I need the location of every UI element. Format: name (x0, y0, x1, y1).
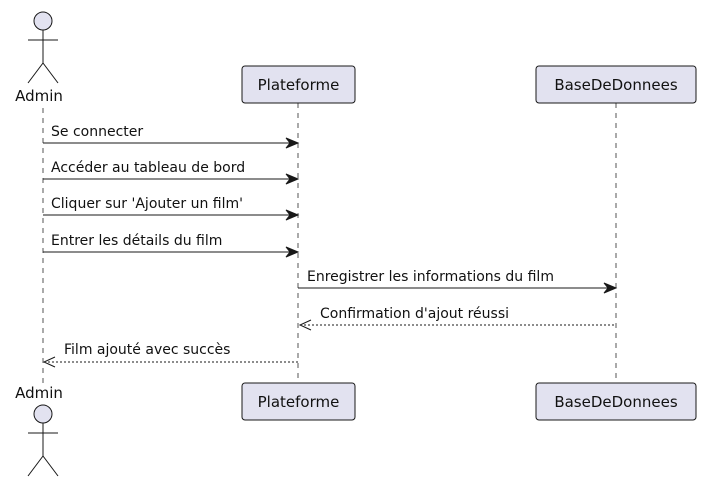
participant-label-plateforme-bottom: Plateforme (258, 393, 340, 411)
actor-head-icon (33, 11, 53, 31)
message-label: Accéder au tableau de bord (51, 160, 245, 176)
message-label: Se connecter (51, 124, 143, 140)
message-label: Entrer les détails du film (51, 233, 222, 249)
participant-label-plateforme-top: Plateforme (258, 76, 340, 94)
message-1: Se connecter (43, 124, 300, 149)
participant-base-top: BaseDeDonnees (535, 65, 697, 104)
admin-actor-bottom: Admin (15, 384, 63, 477)
open-arrowhead-icon (298, 319, 312, 331)
message-4: Entrer les détails du film (43, 233, 300, 258)
message-2: Accéder au tableau de bord (43, 160, 300, 185)
admin-actor-top: Admin (15, 11, 63, 105)
open-arrowhead-icon (42, 356, 56, 368)
message-label: Film ajouté avec succès (64, 342, 230, 358)
participant-plateforme-top: Plateforme (241, 65, 356, 104)
arrowhead-icon (285, 173, 300, 185)
arrowhead-icon (285, 137, 300, 149)
actor-label-admin-bottom: Admin (15, 384, 63, 402)
message-3: Cliquer sur 'Ajouter un film' (43, 196, 300, 221)
participant-plateforme-bottom: Plateforme (241, 382, 356, 421)
message-7: Film ajouté avec succès (42, 342, 298, 368)
participant-label-base-bottom: BaseDeDonnees (554, 393, 678, 411)
arrowhead-icon (603, 282, 618, 294)
participant-base-bottom: BaseDeDonnees (535, 382, 697, 421)
message-5: Enregistrer les informations du film (298, 269, 618, 294)
message-label: Cliquer sur 'Ajouter un film' (51, 196, 243, 212)
arrowhead-icon (285, 209, 300, 221)
actor-head-icon (33, 404, 53, 424)
participant-label-base-top: BaseDeDonnees (554, 76, 678, 94)
arrowhead-icon (285, 246, 300, 258)
message-label: Enregistrer les informations du film (307, 269, 554, 285)
message-6: Confirmation d'ajout réussi (298, 306, 616, 331)
message-label: Confirmation d'ajout réussi (320, 306, 509, 322)
actor-label-admin-top: Admin (15, 87, 63, 105)
